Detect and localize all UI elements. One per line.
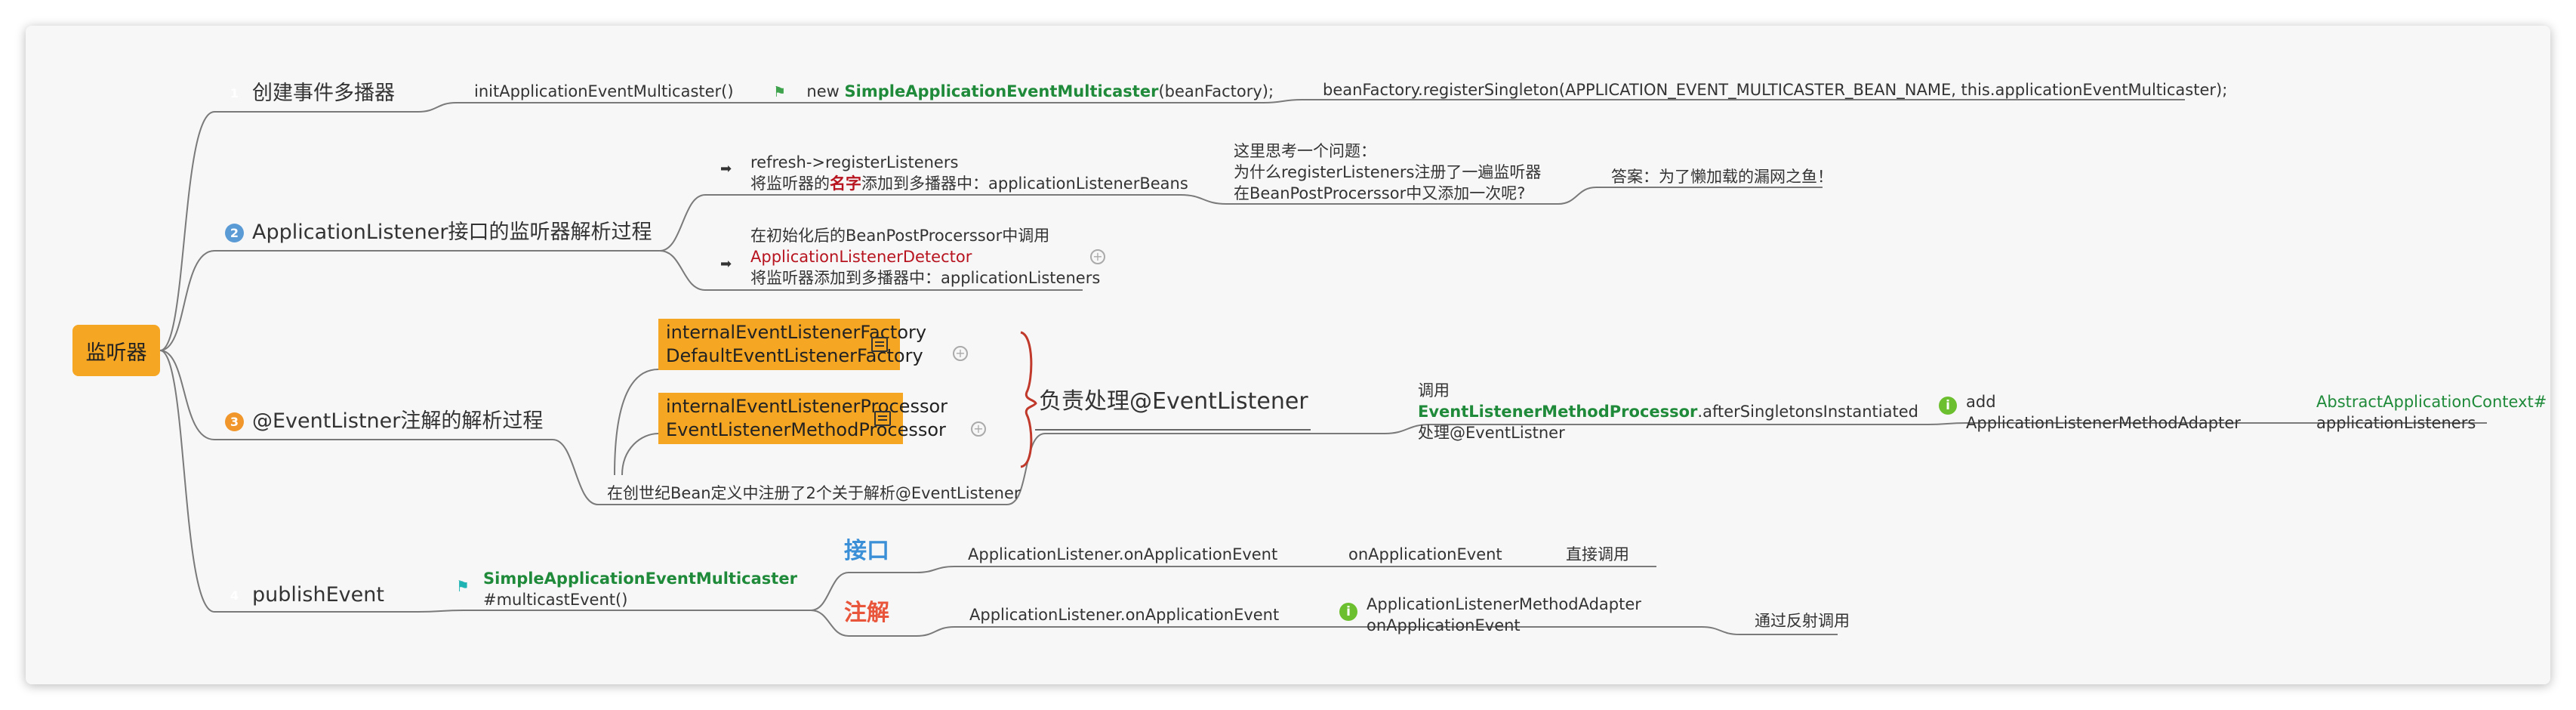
connector-b1-register <box>1263 99 2185 103</box>
branch3-add-node[interactable]: add ApplicationListenerMethodAdapter <box>1966 393 2241 432</box>
branch3-number-badge: 3 <box>225 412 244 431</box>
interface-label[interactable]: 接口 <box>844 538 889 564</box>
connector-b4-iface-call <box>916 566 1339 573</box>
connector-b2-answer <box>1558 187 1823 205</box>
brace-icon <box>1020 331 1037 468</box>
arrow-right-icon: ➡ <box>720 161 732 177</box>
branch2-a-line1: refresh->registerListeners <box>750 153 959 171</box>
note-icon[interactable] <box>874 411 891 426</box>
interface-method[interactable]: onApplicationEvent <box>1348 545 1502 563</box>
branch3-call-node[interactable]: 调用 EventListenerMethodProcessor.afterSin… <box>1418 381 1918 442</box>
arrow-right-icon: ➡ <box>720 256 732 272</box>
interface-call[interactable]: ApplicationListener.onApplicationEvent <box>968 545 1278 563</box>
connector-b4-multicaster <box>418 610 811 613</box>
root-node[interactable]: 监听器 <box>72 325 160 376</box>
annotation-call[interactable]: ApplicationListener.onApplicationEvent <box>969 606 1280 624</box>
info-circle-icon: i <box>1339 603 1357 621</box>
box-event-listener-processor[interactable]: internalEventListenerProcessor EventList… <box>658 393 948 444</box>
branch2-answer[interactable]: 答案：为了懒加载的漏网之鱼！ <box>1611 168 1833 186</box>
connector-b1-method <box>418 102 743 113</box>
interface-note[interactable]: 直接调用 <box>1566 545 1629 563</box>
connector-root-b4 <box>159 350 418 613</box>
new-class: SimpleApplicationEventMulticaster <box>844 82 1159 100</box>
branch2-node-a[interactable]: refresh->registerListeners 将监听器的名字添加到多播器… <box>750 152 1188 194</box>
connector-lines <box>159 99 2487 637</box>
connector-b3-registered <box>552 439 1007 505</box>
brace-label[interactable]: 负责处理@EventListener <box>1039 388 1308 415</box>
root-label: 监听器 <box>85 341 147 365</box>
connector-b2-q <box>1180 194 1558 205</box>
branch4-multicaster[interactable]: SimpleApplicationEventMulticaster #multi… <box>483 570 797 609</box>
branch2-number-badge: 2 <box>225 224 244 242</box>
connector-b2-a <box>659 194 1181 252</box>
connector-b4-anno-note <box>1701 626 1838 635</box>
branch2-title[interactable]: ApplicationListener接口的监听器解析过程 <box>252 221 652 244</box>
connector-b4-iface <box>810 572 917 611</box>
branch2-a-line2: 将监听器的名字添加到多播器中：applicationListenerBeans <box>750 174 1188 193</box>
new-rest: (beanFactory); <box>1158 82 1274 100</box>
note-icon[interactable] <box>871 337 888 352</box>
connector-b2-b <box>659 250 1083 291</box>
annotation-adapter[interactable]: ApplicationListenerMethodAdapter onAppli… <box>1367 595 1641 634</box>
connector-b3-box1 <box>614 369 659 476</box>
branch3-registered[interactable]: 在创世纪Bean定义中注册了2个关于解析@EventListener <box>607 484 1021 502</box>
connector-b3-call <box>1006 433 1385 505</box>
plus-circle-icon[interactable]: + <box>953 346 968 361</box>
branch1-new-node[interactable]: ⚑ new SimpleApplicationEventMulticaster(… <box>773 81 1274 103</box>
plus-circle-icon[interactable]: + <box>971 421 986 437</box>
plus-circle-icon[interactable]: + <box>1090 249 1105 264</box>
connector-b3-box2 <box>621 433 659 476</box>
mindmap-canvas: 监听器 1 创建事件多播器 initApplicationEventMultic… <box>26 26 2550 684</box>
connector-b4-anno <box>810 610 917 637</box>
connector-b4-anno-call <box>916 626 1339 637</box>
branch1-method[interactable]: initApplicationEventMulticaster() <box>474 82 734 100</box>
flag-icon: ⚑ <box>773 84 787 100</box>
branch4-number-badge: 4 <box>230 588 239 603</box>
connector-root-b1 <box>159 111 418 351</box>
new-keyword: new <box>806 82 845 100</box>
flag-icon: ⚑ <box>456 577 470 595</box>
connector-b3-ctx <box>1927 422 2487 425</box>
info-circle-icon: i <box>1939 397 1957 415</box>
branch1-number-badge: 1 <box>230 86 239 100</box>
annotation-note[interactable]: 通过反射调用 <box>1755 612 1850 630</box>
branch2-node-b[interactable]: 在初始化后的BeanPostProcerssor中调用 ApplicationL… <box>750 227 1101 287</box>
branch1-register[interactable]: beanFactory.registerSingleton(APPLICATIO… <box>1323 81 2228 99</box>
branch2-question[interactable]: 这里思考一个问题： 为什么registerListeners注册了一遍监听器 在… <box>1234 142 1542 202</box>
connector-root-b2 <box>159 250 660 351</box>
branch3-context-node[interactable]: AbstractApplicationContext# applicationL… <box>2316 393 2547 432</box>
box-event-listener-factory[interactable]: internalEventListenerFactory DefaultEven… <box>658 319 926 370</box>
connector-root-b3 <box>159 350 553 440</box>
branch1-title[interactable]: 创建事件多播器 <box>252 82 395 105</box>
branch3-title[interactable]: @EventListner注解的解析过程 <box>252 409 544 433</box>
branch4-title[interactable]: publishEvent <box>252 583 384 607</box>
annotation-label[interactable]: 注解 <box>844 600 889 626</box>
connector-b3-add <box>1384 424 1928 434</box>
